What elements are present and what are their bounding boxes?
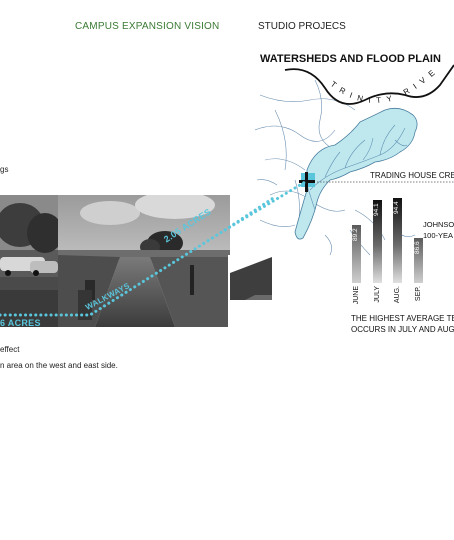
month-label: SEP. [414, 286, 422, 302]
johnson-line-2: 100-YEA [423, 231, 454, 240]
johnson-callout: JOHNSO 100-YEA [423, 219, 454, 241]
month-label: JULY [373, 286, 381, 303]
studio-label: STUDIO PROJECS [258, 21, 346, 32]
bar-sep: 86.6 [413, 238, 423, 283]
chart-caption-line-2: OCCURS IN JULY AND AUGU [351, 325, 454, 334]
bar-june: 89.2 [352, 225, 361, 283]
svg-text:TRINITY RIVE: TRINITY RIVE [329, 65, 441, 106]
text-fragment-effect: effect [0, 345, 20, 354]
creek-label: TRADING HOUSE CREE [370, 171, 454, 180]
street-photo [0, 195, 63, 327]
watershed-map [255, 64, 454, 256]
bar-july: 94.1 [372, 199, 382, 283]
walkway-photo [58, 195, 230, 327]
connector-dotted-line [223, 180, 307, 232]
text-fragment-gs: gs [0, 165, 9, 174]
river-label: TRINITY RIVE [329, 65, 435, 106]
johnson-line-1: JOHNSO [423, 220, 454, 229]
month-label: JUNE [353, 286, 360, 305]
river-label-layer: TRINITY RIVE [329, 65, 441, 106]
walkway-dotted-line [0, 195, 275, 317]
acres-left-label: 6 ACRES [0, 318, 41, 328]
river-line [284, 64, 454, 105]
bar-value-label: 86.6 [413, 241, 421, 255]
map-title: WATERSHEDS AND FLOOD PLAIN [260, 53, 441, 65]
text-fragment-area: n area on the west and east side. [0, 361, 118, 370]
bar-value-label: 94.4 [393, 201, 400, 214]
chart-caption-line-1: THE HIGHEST AVERAGE TEM [351, 314, 454, 323]
month-label: AUG. [394, 286, 401, 304]
bar-value-label: 94.1 [372, 202, 380, 216]
chart-caption: THE HIGHEST AVERAGE TEM OCCURS IN JULY A… [351, 313, 454, 335]
bar-value-label: 89.2 [352, 228, 359, 241]
photo-collage [0, 195, 275, 327]
photo-scene [0, 195, 275, 327]
section-title: CAMPUS EXPANSION VISION [75, 21, 220, 32]
watershed-area [294, 107, 418, 240]
bar-aug: 94.4 [393, 198, 402, 283]
